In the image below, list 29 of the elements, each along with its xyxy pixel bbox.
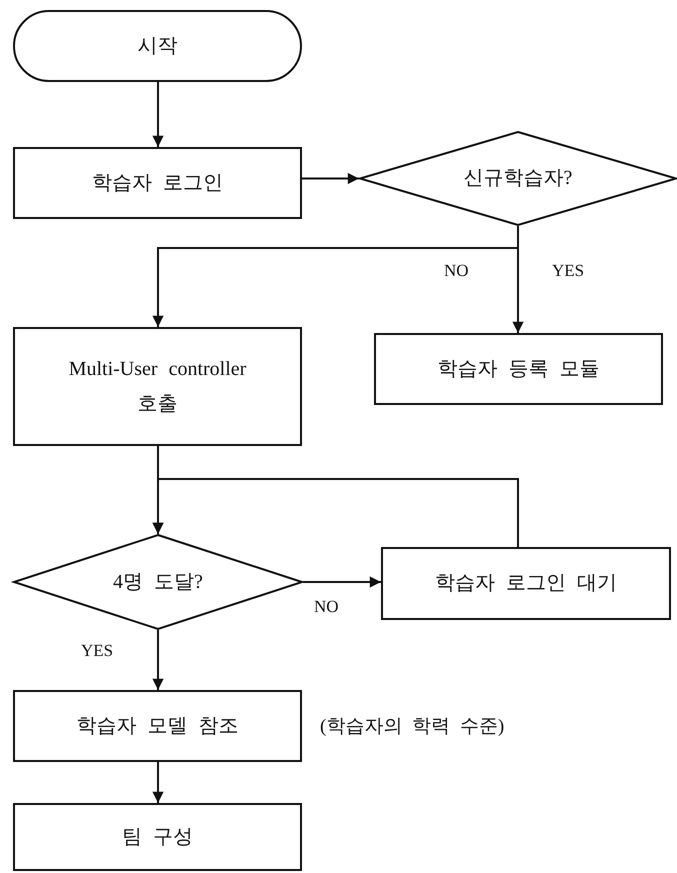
arrow xyxy=(152,630,164,690)
arrow xyxy=(302,172,359,184)
process-box xyxy=(13,690,302,762)
node-text: 학습자 로그인 xyxy=(91,170,224,196)
process-box xyxy=(381,547,671,620)
node-text: 신규학습자? xyxy=(462,166,574,191)
node-text: 학습자 모델 참조 xyxy=(76,714,240,738)
decision-diamond xyxy=(359,131,677,226)
node-text: 팀 구성 xyxy=(121,824,194,850)
arrow xyxy=(512,226,524,333)
node-note: (학습자의 학력 수준) xyxy=(320,715,504,739)
process-box xyxy=(374,333,663,405)
process-box xyxy=(13,147,302,219)
node-text: 4명 도달? xyxy=(112,570,204,594)
arrow xyxy=(152,762,164,803)
node-text: 학습자 로그인 대기 xyxy=(434,571,618,596)
process-box xyxy=(13,803,302,871)
process-box xyxy=(13,327,302,446)
edge-label: YES xyxy=(81,642,114,659)
node-text: 시작 xyxy=(136,34,178,58)
edge-label: YES xyxy=(552,262,584,279)
arrow xyxy=(152,82,164,147)
node-text: 학습자 등록 모듈 xyxy=(436,356,600,382)
decision-diamond xyxy=(13,534,303,630)
edge-label: NO xyxy=(444,262,469,279)
edge-label: NO xyxy=(314,598,339,615)
arrow xyxy=(152,478,519,547)
arrow xyxy=(303,576,381,588)
node-text: Multi-User controller 호출 xyxy=(68,356,248,416)
